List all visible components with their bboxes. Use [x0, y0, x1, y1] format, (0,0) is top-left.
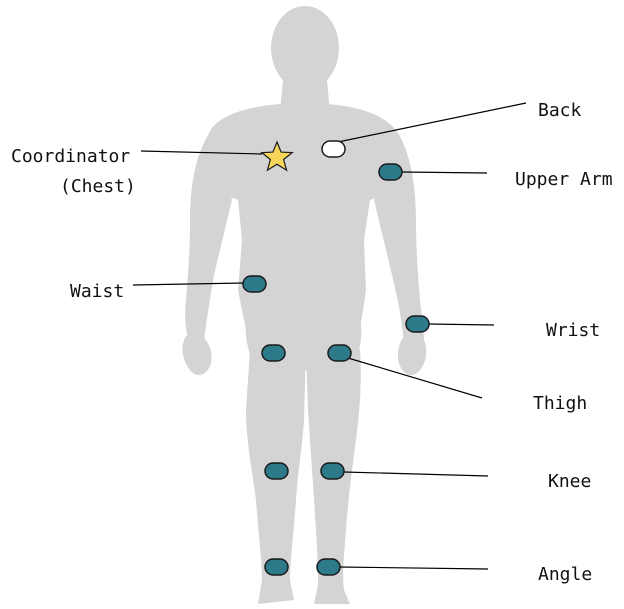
label-wrist: Wrist [546, 322, 600, 340]
leader-line-ankle [340, 567, 488, 569]
label-ankle: Angle [538, 566, 592, 584]
torso [198, 104, 408, 330]
label-back: Back [538, 102, 581, 120]
label-knee: Knee [548, 473, 591, 491]
wrist-sensor-icon [406, 316, 429, 332]
left-ankle-sensor-icon [265, 559, 288, 575]
leader-line-wrist [428, 324, 494, 325]
left-hand [183, 336, 212, 375]
label-waist: Waist [70, 283, 124, 301]
leader-line-upper-arm [402, 172, 487, 173]
right-ankle-sensor-icon [317, 559, 340, 575]
body-silhouette [183, 6, 427, 604]
label-chest: (Chest) [60, 178, 136, 196]
label-coordinator: Coordinator [11, 148, 130, 166]
label-upper-arm: Upper Arm [515, 171, 613, 189]
leader-line-knee [344, 472, 488, 476]
right-thigh-sensor-icon [328, 345, 351, 361]
label-thigh: Thigh [533, 395, 587, 413]
back-sensor-icon [322, 141, 345, 157]
right-hand [398, 336, 426, 375]
waist-sensor-icon [243, 276, 266, 292]
left-thigh-sensor-icon [262, 345, 285, 361]
upper-arm-sensor-icon [379, 164, 402, 180]
right-knee-sensor-icon [321, 463, 344, 479]
left-knee-sensor-icon [265, 463, 288, 479]
